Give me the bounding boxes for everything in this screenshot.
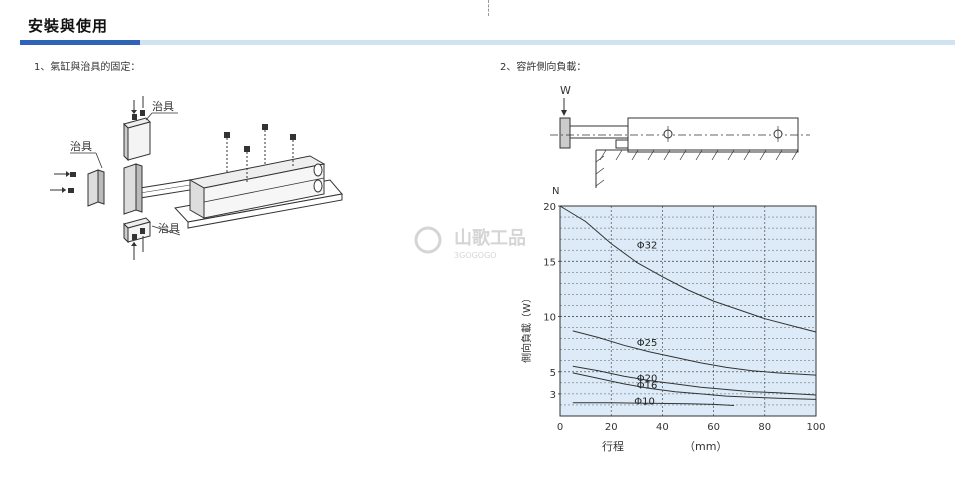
series-line-Φ20 xyxy=(572,365,817,396)
side-load-diagram: W xyxy=(550,84,810,188)
series-line-Φ10 xyxy=(572,402,735,406)
series-label: Φ32 xyxy=(637,241,658,252)
x-tick-label: 60 xyxy=(707,422,720,433)
screws-bottom xyxy=(131,228,145,260)
y-tick-label: 10 xyxy=(543,313,556,324)
y-tick-label: 3 xyxy=(550,390,556,401)
load-end-plate xyxy=(559,117,571,149)
label-fixture-bottom: 治具 xyxy=(158,221,180,235)
x-ticks: 0 20 40 60 80 100 xyxy=(557,422,826,433)
grid xyxy=(560,206,816,416)
series-line-Φ32 xyxy=(559,205,817,333)
title-rule xyxy=(20,40,955,45)
y-unit-label: N xyxy=(552,186,559,197)
x-tick-label: 0 xyxy=(557,422,563,433)
series-label: Φ20 xyxy=(637,373,658,384)
brand-watermark: 山歌工品 3GOGOGO xyxy=(414,226,526,260)
series-label: Φ16 xyxy=(637,381,658,392)
section-title: 安裝與使用 xyxy=(28,17,109,35)
mounting-bolts xyxy=(224,124,296,184)
top-divider xyxy=(488,0,489,16)
x-axis-unit: （mm） xyxy=(684,440,727,453)
y-tick-label: 15 xyxy=(543,257,556,268)
screws-top xyxy=(131,96,145,120)
watermark-logo xyxy=(414,226,442,254)
series-label: Φ25 xyxy=(637,338,658,349)
x-tick-label: 80 xyxy=(758,422,771,433)
y-ticks: 3 5 10 15 20 xyxy=(543,202,560,401)
series-lines xyxy=(559,205,817,406)
x-tick-label: 40 xyxy=(656,422,669,433)
y-axis-label: 側向負載（W） xyxy=(520,293,533,363)
fixture-illustration: 治具 治具 治具 xyxy=(50,96,343,260)
watermark-brand-en: 3GOGOGO xyxy=(454,251,497,260)
y-tick-label: 5 xyxy=(550,368,556,379)
x-tick-label: 100 xyxy=(806,422,825,433)
screws-left xyxy=(50,171,76,193)
label-fixture-left: 治具 xyxy=(70,139,92,153)
series-label: Φ10 xyxy=(634,397,655,408)
load-label: W xyxy=(560,84,571,97)
x-tick-label: 20 xyxy=(605,422,618,433)
plot-background xyxy=(559,205,817,417)
caption-fixing: 1、氣缸與治具的固定： xyxy=(34,62,141,73)
hatching xyxy=(595,149,799,187)
series-line-Φ16 xyxy=(572,372,817,400)
series-line-Φ25 xyxy=(572,330,817,376)
fixture-left xyxy=(87,169,99,207)
label-fixture-top: 治具 xyxy=(152,99,174,113)
x-axis-label: 行程 xyxy=(602,440,624,453)
end-plate xyxy=(123,163,137,215)
watermark-brand: 山歌工品 xyxy=(454,227,526,249)
caption-lateral-load: 2、容許側向負載： xyxy=(500,62,587,73)
y-tick-label: 20 xyxy=(543,202,556,213)
